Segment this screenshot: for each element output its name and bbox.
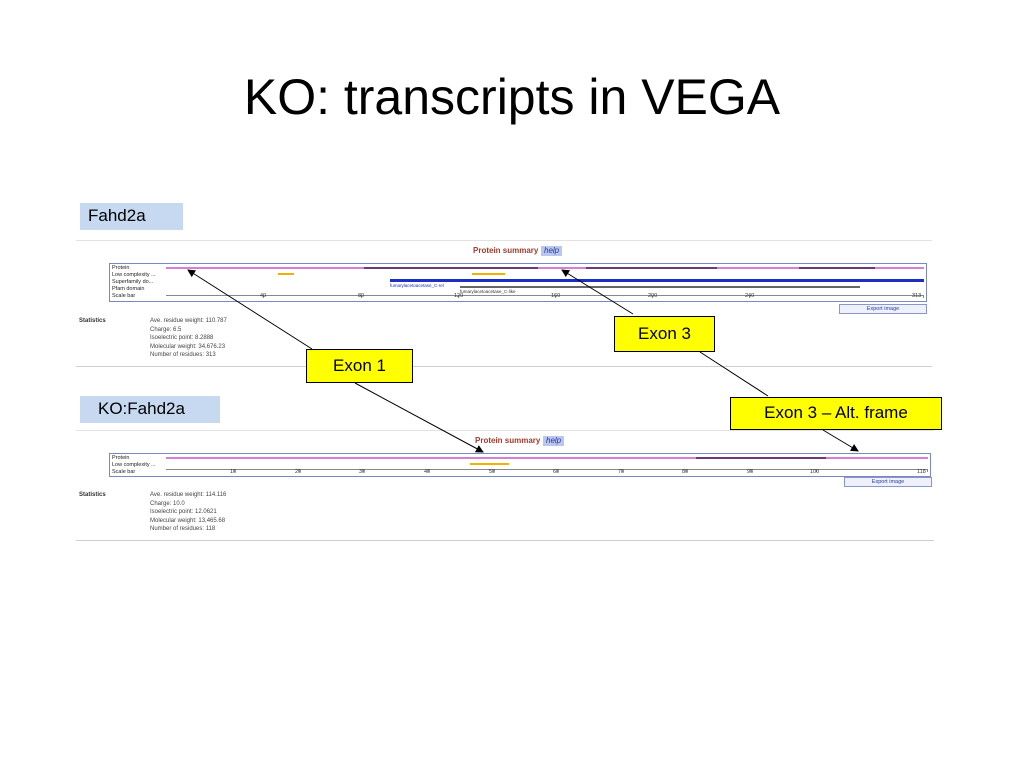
scale-line [166, 469, 928, 470]
callout-exon1: Exon 1 [306, 349, 413, 383]
scale-tick [923, 295, 924, 298]
scale-tick-label: 100 [810, 469, 820, 475]
gene-label-fahd2a: Fahd2a [80, 203, 183, 230]
scale-tick [234, 469, 235, 472]
scale-tick [751, 469, 752, 472]
scale-tick [363, 469, 364, 472]
stat-number-of-residues: Number of residues: 118 [150, 526, 216, 533]
track-box: Protein Low complexity ... Scale bar 10 … [109, 453, 931, 477]
statistics-label: Statistics [79, 492, 106, 498]
stat-avg-residue-weight: Ave. residue weight: 110.787 [150, 318, 227, 324]
scale-tick [816, 469, 817, 472]
scale-tick [428, 469, 429, 472]
arrow-icon [822, 429, 859, 452]
scale-tick-label: 30 [359, 469, 366, 475]
slide-title: KO: transcripts in VEGA [243, 69, 781, 125]
protein-bar [875, 267, 924, 269]
scale-tick-label: 70 [618, 469, 625, 475]
stat-charge: Charge: 10.0 [150, 500, 185, 507]
scale-tick [686, 469, 687, 472]
protein-summary-title: Protein summary [473, 246, 539, 255]
protein-bar [799, 267, 875, 269]
stat-isoelectric-point: Isoelectric point: 12.0621 [150, 509, 217, 516]
scale-tick-label: 90 [747, 469, 754, 475]
stat-molecular-weight: Molecular weight: 13,465.68 [150, 517, 226, 524]
track-label-protein: Protein [112, 455, 130, 461]
scale-tick [555, 295, 556, 298]
track-label-low-complexity: Low complexity ... [112, 462, 156, 468]
export-image-button[interactable]: Export image [844, 477, 932, 487]
statistics-label: Statistics [79, 318, 106, 324]
scale-tick [557, 469, 558, 472]
scale-tick-label: 40 [260, 293, 267, 299]
stat-molecular-weight: Molecular weight: 34,676.23 [150, 343, 226, 350]
stat-charge: Charge: 6.5 [150, 326, 182, 333]
scale-tick-label: 60 [553, 469, 560, 475]
track-label-protein: Protein [112, 265, 130, 271]
superfamily-domain-label: fumarylacetoacetase_C-rel [390, 283, 444, 288]
scale-line [166, 295, 924, 296]
track-label-scale-bar: Scale bar [112, 469, 136, 475]
scale-tick [927, 469, 928, 472]
scale-tick [361, 295, 362, 298]
arrow-icon [187, 269, 313, 350]
scale-tick [458, 295, 459, 298]
protein-summary-panel-knockout: Protein summary help Protein Low complex… [76, 430, 934, 541]
scale-tick-label: 160 [551, 293, 561, 299]
superfamily-domain-bar [390, 279, 924, 282]
scale-tick-label: 120 [454, 293, 464, 299]
scale-tick-label: 313 [912, 293, 922, 299]
scale-tick-label: 20 [295, 469, 302, 475]
stat-isoelectric-point: Isoelectric point: 8.2888 [150, 335, 214, 342]
arrow-icon [354, 382, 484, 453]
protein-summary-title: Protein summary [475, 436, 541, 445]
scale-tick [622, 469, 623, 472]
export-image-button[interactable]: Export image [839, 304, 927, 314]
scale-tick-label: 240 [745, 293, 755, 299]
arrow-icon [699, 351, 769, 397]
scale-tick [299, 469, 300, 472]
scale-tick-label: 200 [648, 293, 658, 299]
scale-tick-label: 80 [358, 293, 365, 299]
scale-tick-label: 50 [489, 469, 496, 475]
track-label-superfamily: Superfamily do... [112, 279, 154, 285]
scale-tick-label: 80 [682, 469, 689, 475]
pfam-domain-bar [460, 286, 860, 288]
protein-bar [826, 457, 928, 459]
protein-bar [717, 267, 799, 269]
callout-exon3: Exon 3 [614, 316, 715, 352]
protein-bar [166, 457, 696, 459]
scale-tick-label: 118 [917, 469, 926, 475]
track-label-scale-bar: Scale bar [112, 293, 136, 299]
scale-tick [263, 295, 264, 298]
statistics-list: Ave. residue weight: 114.116 Charge: 10.… [150, 491, 226, 534]
protein-summary-panel-wildtype: Protein summary help Protein Low complex… [76, 240, 932, 367]
scale-tick [749, 295, 750, 298]
scale-tick [493, 469, 494, 472]
help-link[interactable]: help [543, 436, 565, 446]
protein-bar [538, 267, 586, 269]
scale-tick-label: 10 [230, 469, 237, 475]
track-label-pfam: Pfam domain [112, 286, 145, 292]
protein-bar [586, 267, 717, 269]
callout-exon3-alt-frame: Exon 3 – Alt. frame [730, 397, 942, 430]
protein-bar [696, 457, 826, 459]
low-complexity-bar [470, 463, 509, 465]
track-box: Protein Low complexity ... Superfamily d… [109, 263, 927, 302]
protein-bar [364, 267, 538, 269]
low-complexity-bar [472, 273, 505, 275]
stat-avg-residue-weight: Ave. residue weight: 114.116 [150, 492, 227, 498]
gene-label-ko-fahd2a: KO:Fahd2a [80, 396, 220, 423]
scale-tick-label: 40 [424, 469, 431, 475]
arrow-icon [561, 269, 634, 315]
low-complexity-bar [278, 273, 294, 275]
pfam-domain-label: fumarylacetoacetase_C-like [460, 289, 516, 294]
protein-bar [166, 267, 364, 269]
stat-number-of-residues: Number of residues: 313 [150, 352, 216, 359]
help-link[interactable]: help [541, 246, 563, 256]
scale-tick [652, 295, 653, 298]
track-label-low-complexity: Low complexity ... [112, 272, 156, 278]
statistics-list: Ave. residue weight: 110.787 Charge: 6.5… [150, 317, 227, 360]
